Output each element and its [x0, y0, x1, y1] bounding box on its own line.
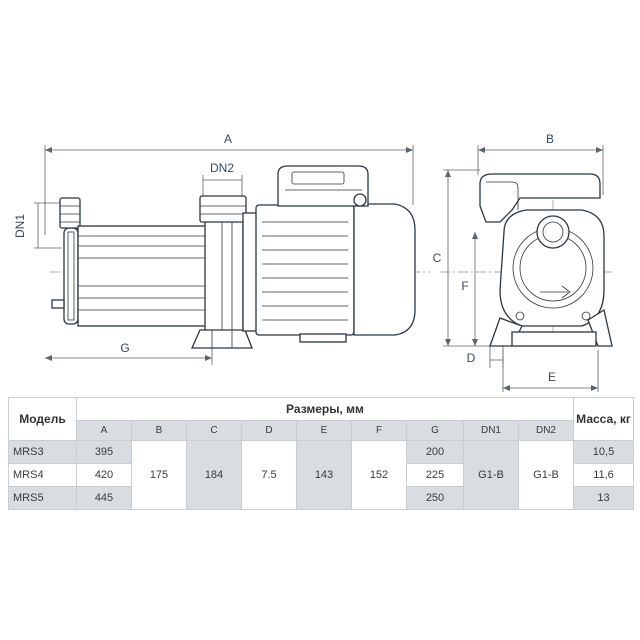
cell-DN2: G1-B [518, 440, 574, 510]
specification-table: Модель Размеры, мм Масса, кг A B C D E F… [8, 397, 634, 510]
label-D: D [467, 351, 476, 365]
label-B: B [546, 132, 554, 146]
cell-A: 445 [76, 486, 132, 510]
dimensions-header: Размеры, мм [76, 397, 574, 421]
col-header-D: D [241, 420, 297, 441]
cell-F: 152 [351, 440, 407, 510]
label-F: F [461, 279, 468, 293]
model-cell: MRS5 [8, 486, 77, 510]
cell-G: 225 [406, 463, 464, 487]
cell-E: 143 [296, 440, 352, 510]
cell-D: 7.5 [241, 440, 297, 510]
col-header-DN2: DN2 [518, 420, 574, 441]
label-DN1: DN1 [13, 214, 27, 238]
cell-C: 184 [186, 440, 242, 510]
cell-mass: 11,6 [573, 463, 634, 487]
table-row: MRS3 395 175 184 7.5 143 152 200 G1-B G1… [8, 440, 634, 510]
cell-mass: 13 [573, 486, 634, 510]
cell-G: 200 [406, 440, 464, 464]
model-cell: MRS3 [8, 440, 77, 464]
col-header-F: F [351, 420, 407, 441]
label-G: G [120, 341, 129, 355]
col-header-B: B [131, 420, 187, 441]
col-header-A: A [76, 420, 132, 441]
label-E: E [548, 370, 556, 384]
table-row: MRS4 420 225 11,6 [8, 463, 634, 487]
cell-B: 175 [131, 440, 187, 510]
model-cell: MRS4 [8, 463, 77, 487]
col-header-E: E [296, 420, 352, 441]
cell-A: 395 [76, 440, 132, 464]
cell-A: 420 [76, 463, 132, 487]
cell-G: 250 [406, 486, 464, 510]
label-A: A [224, 132, 232, 146]
cell-DN1: G1-B [463, 440, 519, 510]
col-header-DN1: DN1 [463, 420, 519, 441]
pump-dimension-drawing: A DN2 DN1 G [13, 132, 615, 392]
label-C: C [433, 251, 442, 265]
model-header: Модель [8, 397, 77, 441]
side-view: A DN2 DN1 G [13, 132, 430, 365]
col-header-G: G [406, 420, 464, 441]
mass-header: Масса, кг [573, 397, 634, 441]
label-DN2: DN2 [210, 161, 234, 175]
cell-mass: 10,5 [573, 440, 634, 464]
col-header-C: C [186, 420, 242, 441]
front-view: B C F D E [433, 132, 615, 392]
table-row: MRS5 445 250 13 [8, 486, 634, 510]
